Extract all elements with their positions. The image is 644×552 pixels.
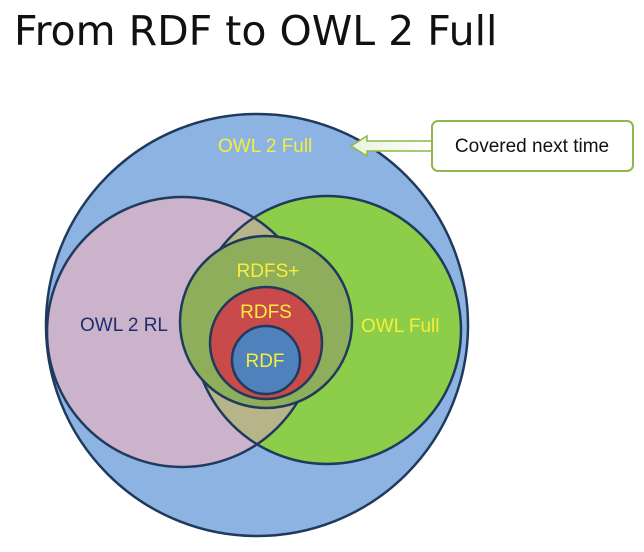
slide-title: From RDF to OWL 2 Full (14, 7, 498, 55)
callout-box (431, 120, 634, 172)
owl2-rl-label: OWL 2 RL (80, 315, 168, 336)
rdfs-plus-label: RDFS+ (237, 261, 300, 282)
rdf-label: RDF (245, 351, 284, 372)
callout: Covered next time (349, 120, 634, 172)
rdf-circle (230, 324, 302, 396)
owl-full-label: OWL Full (361, 316, 439, 337)
callout-text: Covered next time (455, 136, 609, 157)
rdfs-label: RDFS (240, 302, 292, 323)
callout-arrow-icon (349, 134, 433, 158)
owl2-full-label: OWL 2 Full (218, 136, 312, 157)
